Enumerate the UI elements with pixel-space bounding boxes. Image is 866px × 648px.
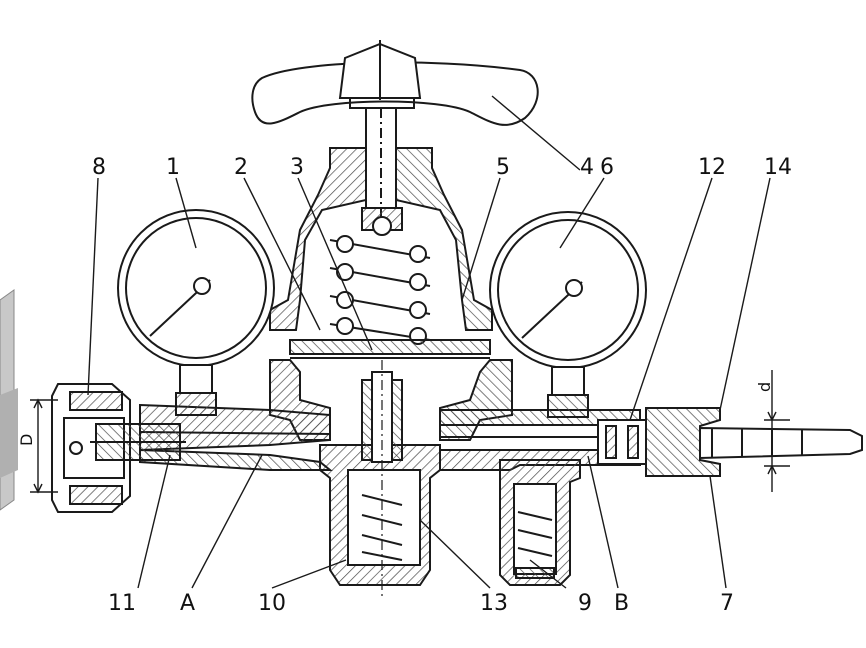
dimension-label-D: D <box>17 434 36 446</box>
label-12: 12 <box>698 155 726 180</box>
label-A: A <box>180 591 195 616</box>
label-13: 13 <box>480 591 508 616</box>
inlet-pressure-gauge <box>117 209 275 416</box>
edge-artifact <box>0 289 18 511</box>
safety-valve <box>499 459 581 586</box>
regulator-body <box>269 359 513 600</box>
label-11: 11 <box>108 591 136 616</box>
dimension-label-d: d <box>755 382 774 392</box>
t-handle <box>251 40 539 126</box>
label-9: 9 <box>578 591 592 616</box>
label-4: 4 <box>580 155 594 180</box>
label-2: 2 <box>234 155 248 180</box>
diaphragm <box>289 339 491 359</box>
bonnet <box>269 147 493 331</box>
label-1: 1 <box>166 155 180 180</box>
label-3: 3 <box>290 155 304 180</box>
label-5: 5 <box>496 155 510 180</box>
adjusting-stem <box>365 107 397 220</box>
inlet-nut <box>51 383 186 513</box>
label-6: 6 <box>600 155 614 180</box>
outlet-pressure-gauge <box>489 211 647 418</box>
label-10: 10 <box>258 591 286 616</box>
label-7: 7 <box>720 591 734 616</box>
callout-labels: 1 2 3 4 5 6 8 12 14 11 A 10 13 9 B 7 D d <box>17 155 792 616</box>
leader-lines <box>87 95 771 589</box>
regulating-spring <box>329 235 431 345</box>
label-14: 14 <box>764 155 792 180</box>
label-B: B <box>614 591 629 616</box>
label-8: 8 <box>92 155 106 180</box>
dimension-lines <box>30 370 790 494</box>
outlet-fitting <box>597 407 863 477</box>
